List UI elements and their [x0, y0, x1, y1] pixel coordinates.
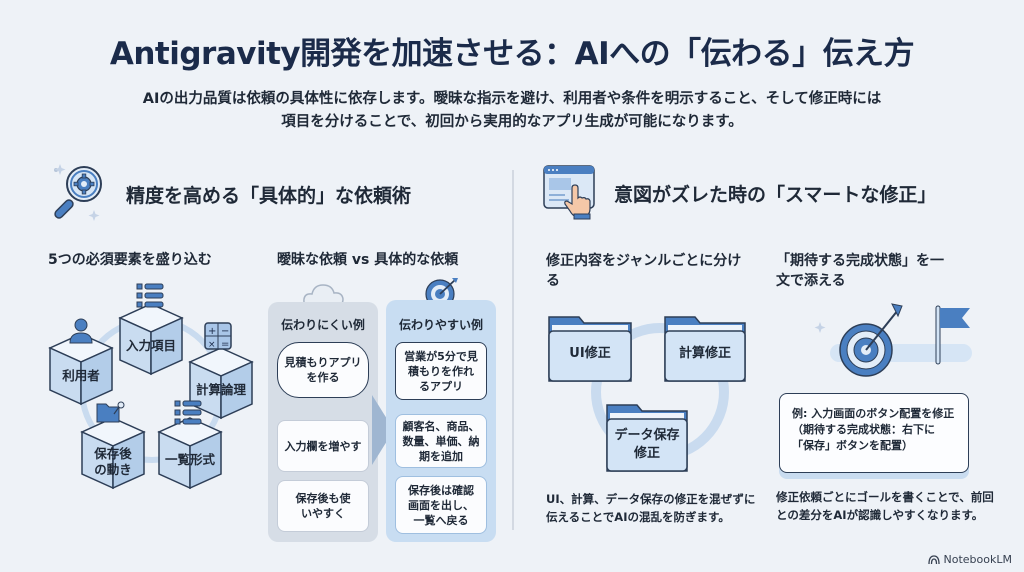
element-label: 一覧形式: [164, 452, 215, 467]
goal-heading: 「期待する完成状態」を一文で添える: [776, 253, 944, 289]
element-label: 入力項目: [125, 338, 176, 353]
element-label: 計算論理: [195, 382, 246, 397]
folder-save-icon: [96, 400, 126, 428]
goal-example-callout: 例: 入力画面のボタン配置を修正（期待する完成状態：右下に「保存」ボタンを配置）: [779, 393, 969, 473]
folder-label: データ保存修正: [614, 428, 680, 461]
left-section-header: 精度を高める「具体的」な依頼術: [48, 160, 411, 228]
goal-illustration: [814, 303, 972, 377]
unclear-example-text: 保存後も使いやすく: [295, 492, 351, 520]
clear-example-title: 伝わりやすい例: [398, 318, 483, 332]
unclear-example-box: 入力欄を増やす: [277, 420, 369, 472]
unclear-example-text: 入力欄を増やす: [284, 439, 362, 453]
browser-pointer-icon: [542, 162, 600, 224]
folder-label: 計算修正: [678, 346, 731, 361]
thought-bubble: 見積もりアプリを作る: [277, 342, 369, 398]
cloud-icon: [302, 282, 346, 312]
element-cube-user: 利用者: [48, 332, 114, 406]
target-icon: [839, 303, 903, 377]
svg-text:−: −: [221, 326, 229, 337]
svg-text:=: =: [221, 339, 229, 350]
left-section-heading: 精度を高める「具体的」な依頼術: [126, 184, 412, 207]
section-divider: [512, 170, 514, 530]
goal-example-text: 例: 入力画面のボタン配置を修正（期待する完成状態：右下に「保存」ボタンを配置）: [792, 407, 955, 452]
subtitle-line-2: 項目を分けることで、初回から実用的なアプリ生成が可能になります。: [281, 114, 743, 130]
clear-example-panel: 伝わりやすい例 営業が5分で見積もりを作れるアプリ 顧客名、商品、数量、単価、納…: [386, 300, 496, 542]
unclear-example-box: 保存後も使いやすく: [277, 480, 369, 532]
element-cube-after-save: 保存後の動き: [80, 416, 146, 490]
element-cube-list-format: 一覧形式: [157, 416, 223, 490]
right-section-heading: 意図がズレた時の「スマートな修正」: [614, 183, 937, 206]
elements-heading: 5つの必須要素を盛り込む: [48, 252, 212, 268]
folder-data-save-fix: データ保存修正: [605, 401, 689, 473]
unclear-example-text: 見積もりアプリを作る: [284, 356, 362, 384]
brand-label: NotebookLM: [943, 553, 1012, 566]
flag-icon: [935, 305, 970, 365]
page-subtitle: AIの出力品質は依頼の具体性に依存します。曖昧な指示を避け、利用者や条件を明示す…: [60, 88, 964, 134]
unclear-example-panel: 伝わりにくい例 見積もりアプリを作る 入力欄を増やす 保存後も使いやすく: [268, 302, 378, 542]
list-icon: [136, 283, 166, 313]
clear-example-text: 保存後は確認画面を出し、一覧へ戻る: [408, 483, 474, 527]
svg-text:+: +: [208, 326, 216, 337]
magnifier-gear-icon: [48, 160, 112, 228]
element-label: 保存後の動き: [94, 446, 132, 477]
svg-text:×: ×: [208, 340, 216, 350]
element-label: 利用者: [62, 368, 100, 383]
folder-label: UI修正: [569, 346, 611, 361]
genre-heading: 修正内容をジャンルごとに分ける: [546, 253, 742, 289]
speech-bubble: 営業が5分で見積もりを作れるアプリ: [395, 342, 487, 400]
notebooklm-brand: NotebookLM: [927, 553, 1012, 566]
clear-example-text: 営業が5分で見積もりを作れるアプリ: [404, 349, 478, 393]
calculator-icon: +−× =: [204, 322, 232, 354]
list-icon: [174, 400, 204, 430]
subtitle-line-1: AIの出力品質は依頼の具体性に依存します。曖昧な指示を避け、利用者や条件を明示す…: [142, 91, 882, 107]
unclear-example-title: 伝わりにくい例: [281, 318, 365, 332]
clear-example-box: 顧客名、商品、数量、単価、納期を追加: [395, 414, 487, 468]
clear-example-text: 顧客名、商品、数量、単価、納期を追加: [402, 419, 480, 463]
folder-ui-fix: UI修正: [547, 313, 633, 383]
clear-example-box: 保存後は確認画面を出し、一覧へ戻る: [395, 476, 487, 534]
page-title: Antigravity開発を加速させる：AIへの「伝わる」伝え方: [109, 36, 915, 72]
element-cube-input-fields: 入力項目: [118, 302, 184, 376]
element-cube-calculation-logic: 計算論理: [188, 346, 254, 420]
goal-description: 修正依頼ごとにゴールを書くことで、前回との差分をAIが認識しやすくなります。: [776, 490, 994, 522]
comparison-heading: 曖昧な依頼 vs 具体的な依頼: [277, 252, 459, 268]
notebooklm-logo-icon: [927, 554, 940, 564]
user-icon: [68, 318, 94, 348]
arrow-right-icon: [372, 395, 394, 465]
genre-description: UI、計算、データ保存の修正を混ぜずに伝えることでAIの混乱を防ぎます。: [546, 492, 756, 524]
right-section-header: 意図がズレた時の「スマートな修正」: [542, 162, 936, 224]
folder-calc-fix: 計算修正: [663, 313, 747, 383]
